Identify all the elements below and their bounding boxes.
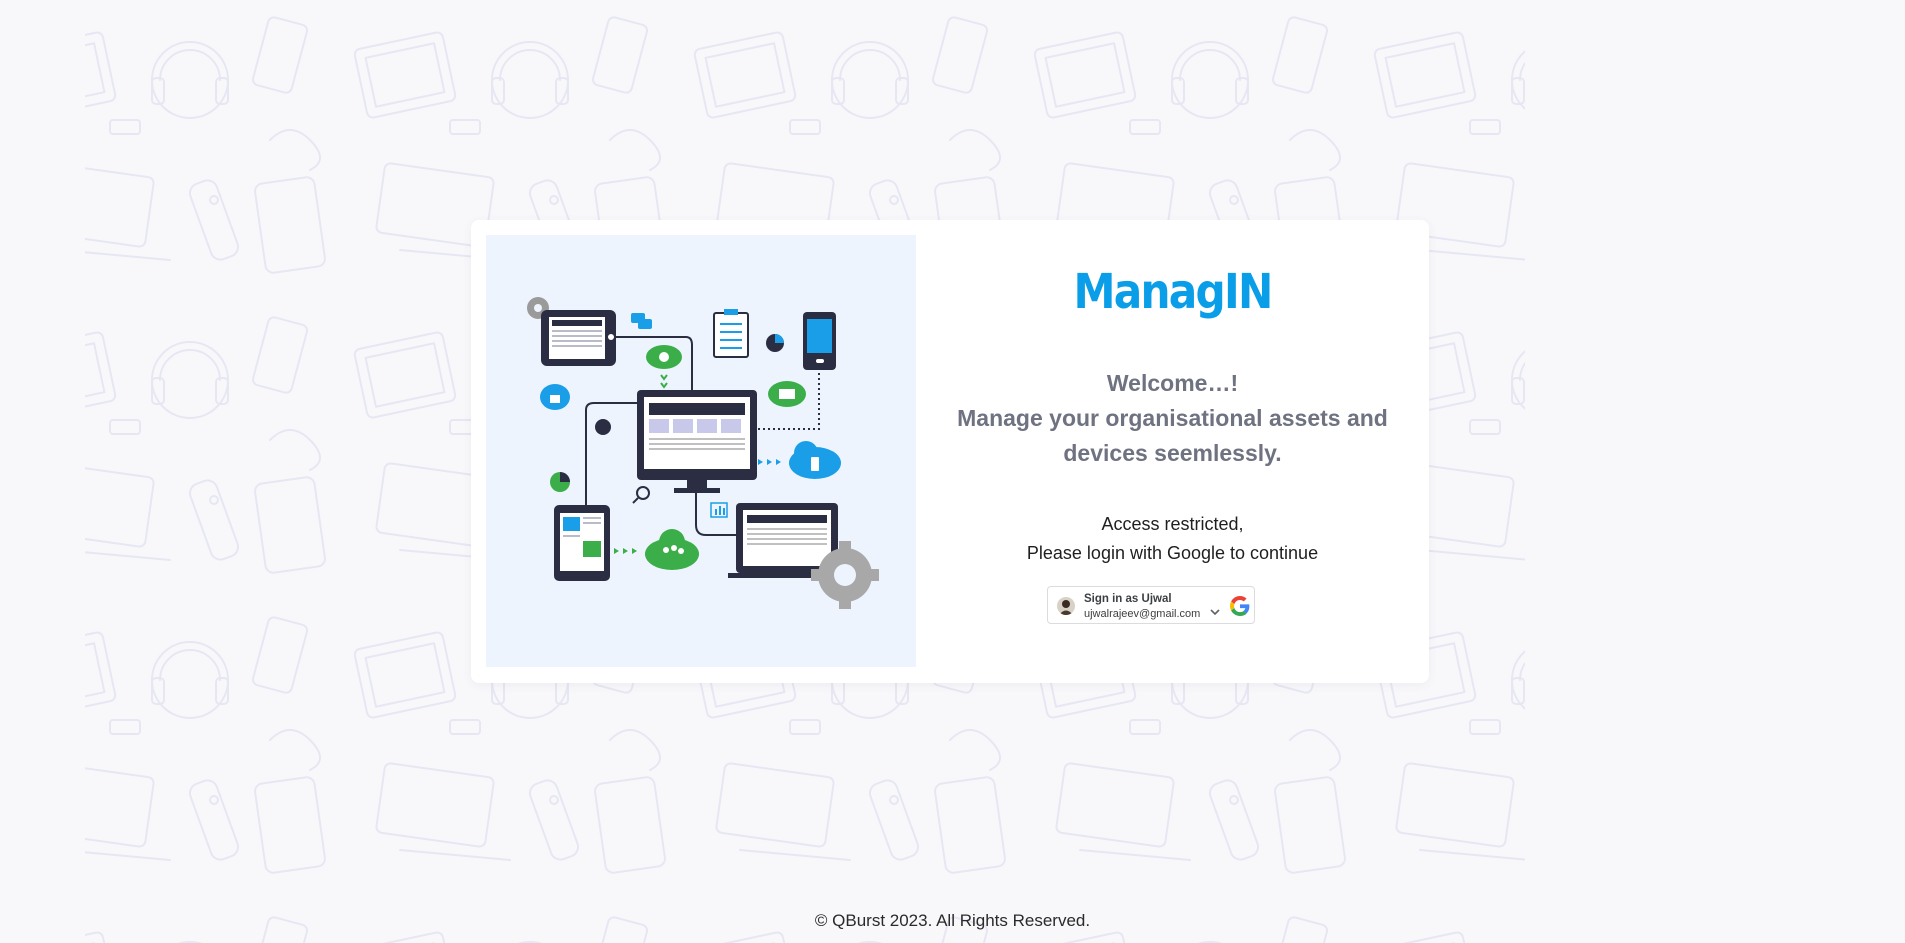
app-logo: ManagIN — [1073, 264, 1273, 320]
signin-account-name: Sign in as Ujwal — [1084, 593, 1172, 605]
access-restricted-text: Access restricted, — [1101, 514, 1244, 534]
welcome-message: Welcome…! Manage your organisational ass… — [916, 366, 1429, 471]
avatar — [1057, 597, 1075, 615]
signin-account-email: ujwalrajeev@gmail.com — [1084, 608, 1201, 620]
devices-illustration — [486, 235, 916, 667]
welcome-tagline-line2: devices seemlessly. — [1063, 440, 1282, 466]
welcome-tagline-line1: Manage your organisational assets and — [957, 405, 1388, 431]
login-card: ManagIN Welcome…! Manage your organisati… — [471, 220, 1429, 683]
google-signin-button[interactable]: Sign in as Ujwal ujwalrajeev@gmail.com — [1047, 586, 1255, 624]
login-panel: ManagIN Welcome…! Manage your organisati… — [916, 220, 1429, 683]
access-notice: Access restricted, Please login with Goo… — [916, 510, 1429, 568]
welcome-heading: Welcome…! — [1106, 370, 1239, 396]
chevron-down-icon[interactable] — [1210, 603, 1220, 621]
footer-copyright: © QBurst 2023. All Rights Reserved. — [814, 911, 1091, 930]
login-instruction-text: Please login with Google to continue — [1026, 543, 1319, 563]
google-g-icon — [1230, 596, 1250, 621]
